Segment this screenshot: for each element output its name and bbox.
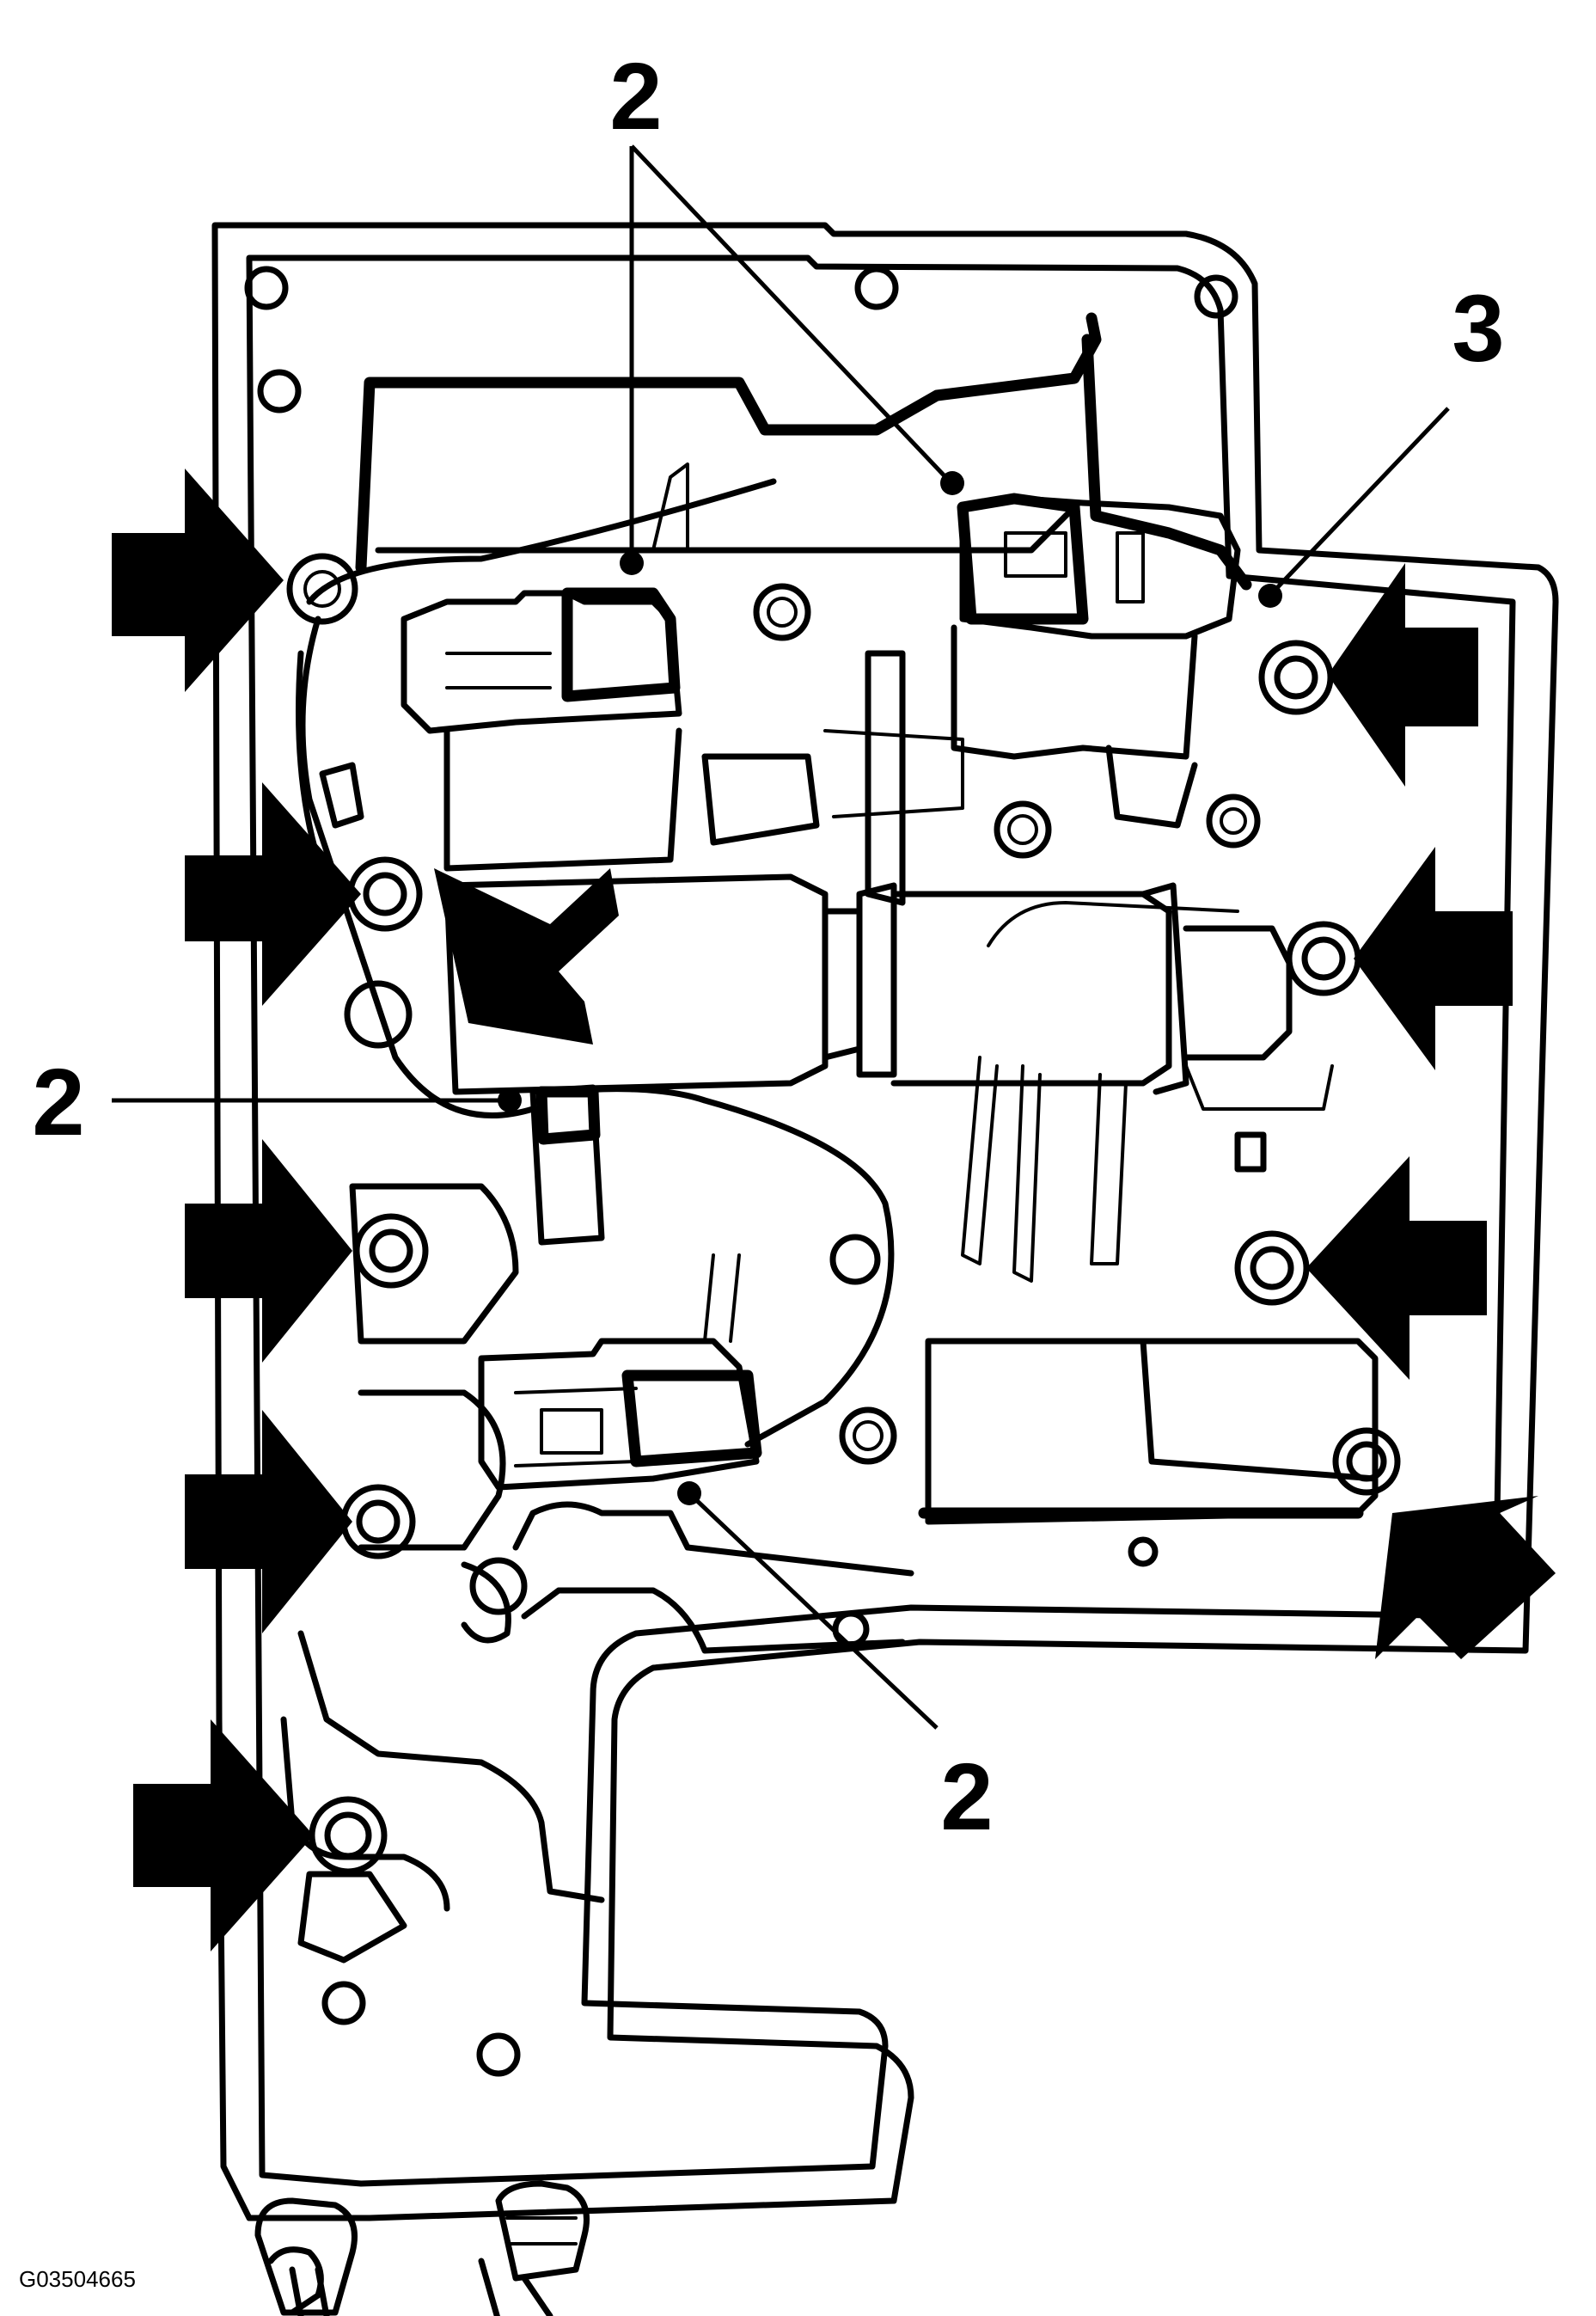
bolts [286,553,1401,1875]
arrow-left-icon [1328,563,1478,787]
bolt [344,980,413,1049]
callout-left-label: 2 [32,1050,84,1155]
callout-bottom-label: 2 [940,1744,993,1850]
wiring-harness [296,312,1252,1448]
arrow-right-icon [185,782,361,1006]
callout-leaders [112,144,1450,1730]
bolt [753,583,811,641]
callout-right-label: 3 [1452,276,1504,382]
lower-body [254,1183,914,2316]
bolt [286,553,358,625]
bolt [1206,793,1261,849]
bolt [1234,1230,1310,1306]
bolt [353,1213,429,1289]
arrow-right-icon [112,469,284,692]
arrow-right-icon [133,1719,314,1951]
arrow-diagonal-icon [434,868,619,1045]
bolt [1286,921,1361,996]
arrow-diagonal-icon [1375,1496,1556,1659]
arrow-left-icon [1354,847,1513,1070]
bolt [1258,640,1334,715]
callout-labels: 2 3 2 2 [32,44,1504,1850]
arrow-right-icon [185,1410,352,1633]
bolt [829,1234,881,1285]
bolt [309,1796,388,1875]
arrow-left-icon [1306,1156,1487,1380]
bolt-arrows [112,469,1556,1951]
bolt [1332,1427,1401,1496]
callout-top-label: 2 [609,44,662,150]
bolt [839,1406,897,1465]
figure-id: G03504665 [19,2266,136,2292]
connectors [401,493,1241,1491]
bolt [994,800,1052,859]
housing-holes [244,266,1238,2077]
solenoids [443,624,1379,1525]
arrow-right-icon [185,1139,352,1363]
